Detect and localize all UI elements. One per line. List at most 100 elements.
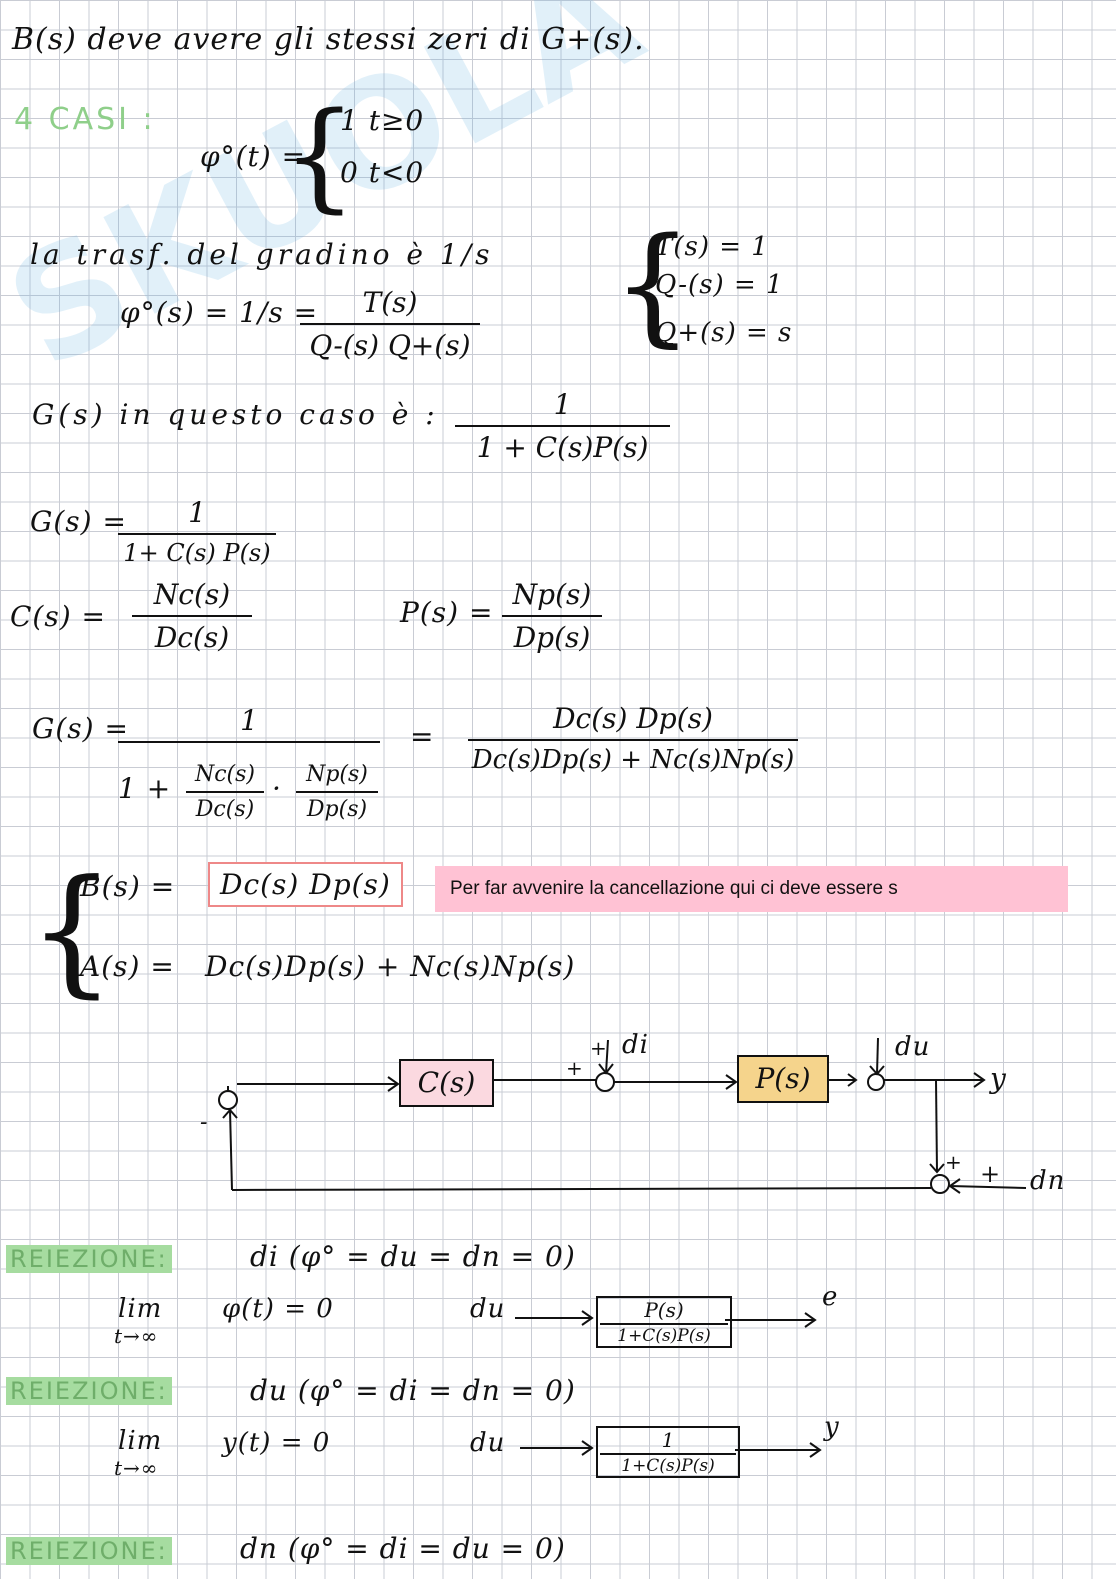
plus-sign: + bbox=[590, 1036, 608, 1060]
ba-brace: { bbox=[28, 850, 116, 1011]
sys-q-plus: Q+(s) = s bbox=[655, 318, 793, 348]
g2-numerator: 1 bbox=[240, 704, 258, 737]
dn-label: dn bbox=[1030, 1166, 1066, 1196]
g-numerator: 1 bbox=[188, 496, 206, 529]
g2-fraction: 1 bbox=[118, 704, 380, 747]
arrow-head bbox=[581, 1310, 594, 1326]
rejection-label-1: REIEZIONE: bbox=[6, 1245, 172, 1273]
fraction-bar bbox=[296, 791, 378, 793]
c-numerator: Nc(s) bbox=[153, 578, 231, 611]
fraction-bar bbox=[502, 615, 602, 617]
step-transform-text: la trasf. del gradino è 1/s bbox=[30, 238, 494, 271]
arrow-head bbox=[809, 1442, 822, 1458]
input-1: du bbox=[470, 1294, 506, 1324]
system-brace: { bbox=[612, 211, 694, 360]
plus-sign: + bbox=[566, 1056, 584, 1080]
di-label: di bbox=[622, 1030, 649, 1060]
fraction-bar bbox=[186, 791, 264, 793]
feedback-line bbox=[229, 1109, 233, 1191]
fraction-bar bbox=[132, 615, 252, 617]
fraction-bar bbox=[600, 1453, 736, 1455]
output-1: e bbox=[822, 1282, 839, 1312]
g2-equals: = bbox=[410, 720, 435, 753]
arrow-head bbox=[948, 1178, 961, 1194]
g2-result-denominator: Dc(s)Dp(s) + Nc(s)Np(s) bbox=[471, 745, 795, 775]
phi-s-denominator: Q-(s) Q+(s) bbox=[309, 329, 471, 362]
case-positive: 1 t≥0 bbox=[340, 104, 425, 137]
note-line-zeros: B(s) deve avere gli stessi zeri di G+(s)… bbox=[12, 22, 645, 57]
du-label: du bbox=[895, 1032, 931, 1062]
tf1-numerator: P(s) bbox=[644, 1298, 684, 1322]
case-negative: 0 t<0 bbox=[340, 156, 425, 189]
signal-line bbox=[935, 1079, 938, 1173]
fraction-bar bbox=[600, 1323, 728, 1325]
sum-node-dn bbox=[930, 1174, 950, 1194]
output-2: y bbox=[824, 1412, 840, 1442]
arrow-head bbox=[581, 1440, 594, 1456]
tf2-numerator: 1 bbox=[661, 1428, 675, 1452]
g2-den-prefix: 1 + bbox=[118, 772, 172, 805]
arrow-head bbox=[804, 1312, 817, 1328]
rejection-condition-3: dn (φ° = di = du = 0) bbox=[240, 1532, 566, 1565]
g2-result-numerator: Dc(s) Dp(s) bbox=[553, 702, 713, 735]
rejection-heading-2: REIEZIONE: bbox=[6, 1372, 172, 1407]
c-block-label: C(s) bbox=[417, 1066, 476, 1099]
arrow-head bbox=[387, 1076, 400, 1092]
phi-step-lhs: φ°(t) = bbox=[200, 140, 307, 173]
y-label: y bbox=[990, 1062, 1007, 1095]
g-case-denominator: 1 + C(s)P(s) bbox=[476, 431, 649, 464]
cases-heading: 4 CASI : bbox=[14, 102, 156, 137]
g2-lhs: G(s) = bbox=[32, 712, 129, 745]
g-lhs: G(s) = bbox=[30, 505, 127, 538]
b-rhs-boxed: Dc(s) Dp(s) bbox=[208, 862, 403, 907]
g-case-fraction: 1 1 + C(s)P(s) bbox=[455, 388, 670, 464]
phi-s-numerator: T(s) bbox=[362, 286, 418, 319]
g2-factor-c: Nc(s) Dc(s) bbox=[186, 762, 264, 822]
fraction-bar bbox=[468, 739, 798, 741]
tf1-denominator: 1+C(s)P(s) bbox=[617, 1326, 711, 1346]
tf-block-1: P(s) 1+C(s)P(s) bbox=[596, 1296, 732, 1348]
arrow-head bbox=[725, 1074, 738, 1090]
phi-s-fraction: T(s) Q-(s) Q+(s) bbox=[300, 286, 480, 362]
signal-line bbox=[876, 1037, 879, 1075]
c-fraction: Nc(s) Dc(s) bbox=[132, 578, 252, 654]
phi-s-lhs: φ°(s) = 1/s = bbox=[120, 296, 319, 329]
g2-factor-p-num: Np(s) bbox=[306, 762, 368, 787]
arrow-head bbox=[869, 1065, 885, 1076]
p-fraction: Np(s) Dp(s) bbox=[502, 578, 602, 654]
cases-brace: { bbox=[282, 86, 358, 224]
arrow-head bbox=[222, 1108, 238, 1119]
rejection-label-3: REIEZIONE: bbox=[6, 1537, 172, 1565]
fraction-bar bbox=[118, 741, 380, 743]
p-lhs: P(s) = bbox=[400, 596, 494, 629]
rejection-condition-2: du (φ° = di = dn = 0) bbox=[250, 1374, 576, 1407]
result-2: y(t) = 0 bbox=[222, 1428, 331, 1458]
g-case-text: G(s) in questo caso è : bbox=[32, 398, 439, 431]
rejection-label-2: REIEZIONE: bbox=[6, 1377, 172, 1405]
tf2-denominator: 1+C(s)P(s) bbox=[621, 1456, 715, 1476]
g-fraction: 1 1+ C(s) P(s) bbox=[118, 496, 276, 567]
result-1: φ(t) = 0 bbox=[222, 1294, 334, 1324]
feedback-line bbox=[231, 1187, 932, 1191]
tf-block-2: 1 1+C(s)P(s) bbox=[596, 1426, 740, 1478]
g-denominator: 1+ C(s) P(s) bbox=[123, 539, 271, 567]
minus-sign: - bbox=[200, 1110, 209, 1135]
limit-2: lim bbox=[118, 1426, 163, 1456]
g2-factor-p-den: Dp(s) bbox=[306, 797, 368, 822]
b-lhs: B(s) = bbox=[80, 870, 176, 903]
rejection-heading-3: REIEZIONE: bbox=[6, 1532, 172, 1567]
c-block bbox=[399, 1059, 494, 1107]
c-lhs: C(s) = bbox=[10, 600, 107, 633]
sys-t: T(s) = 1 bbox=[655, 232, 769, 262]
rejection-heading-1: REIEZIONE: bbox=[6, 1240, 172, 1275]
c-denominator: Dc(s) bbox=[154, 621, 230, 654]
a-lhs: A(s) = bbox=[80, 950, 175, 983]
arrow-head bbox=[929, 1163, 945, 1174]
limit-2-sub: t→∞ bbox=[114, 1456, 159, 1480]
limit-1-sub: t→∞ bbox=[114, 1324, 159, 1348]
g2-result-fraction: Dc(s) Dp(s) Dc(s)Dp(s) + Nc(s)Np(s) bbox=[468, 702, 798, 775]
a-rhs: Dc(s)Dp(s) + Nc(s)Np(s) bbox=[205, 950, 576, 983]
fraction-bar bbox=[455, 425, 670, 427]
rejection-condition-1: di (φ° = du = dn = 0) bbox=[250, 1240, 576, 1273]
